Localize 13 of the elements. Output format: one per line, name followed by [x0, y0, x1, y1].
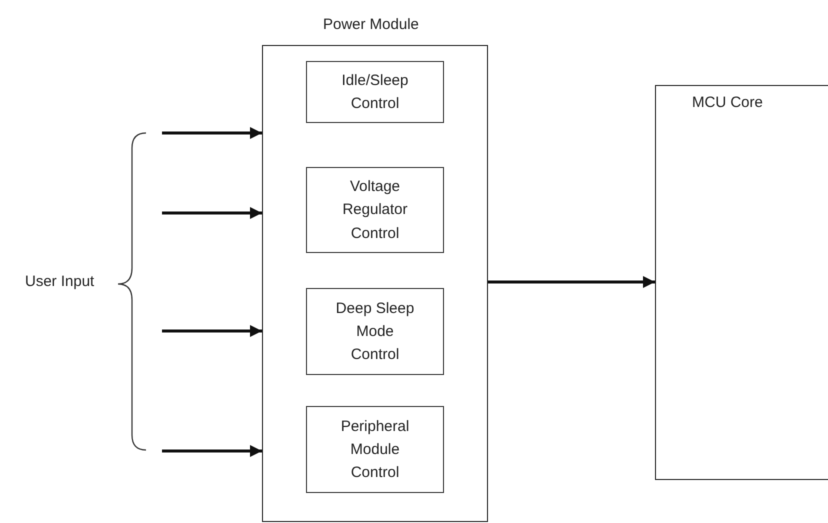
module-title: Power Module — [323, 16, 419, 33]
arrow — [162, 445, 262, 457]
block-title: MCU Core — [692, 94, 763, 111]
arrow — [162, 207, 262, 219]
control-box: Voltage Regulator Control — [306, 167, 444, 253]
arrow — [162, 127, 262, 139]
arrow — [162, 325, 262, 337]
arrow — [488, 276, 655, 288]
control-box: Deep Sleep Mode Control — [306, 288, 444, 375]
control-box: Peripheral Module Control — [306, 406, 444, 493]
core-block — [655, 85, 828, 480]
input-label: User Input — [25, 273, 94, 290]
control-box: Idle/Sleep Control — [306, 61, 444, 123]
